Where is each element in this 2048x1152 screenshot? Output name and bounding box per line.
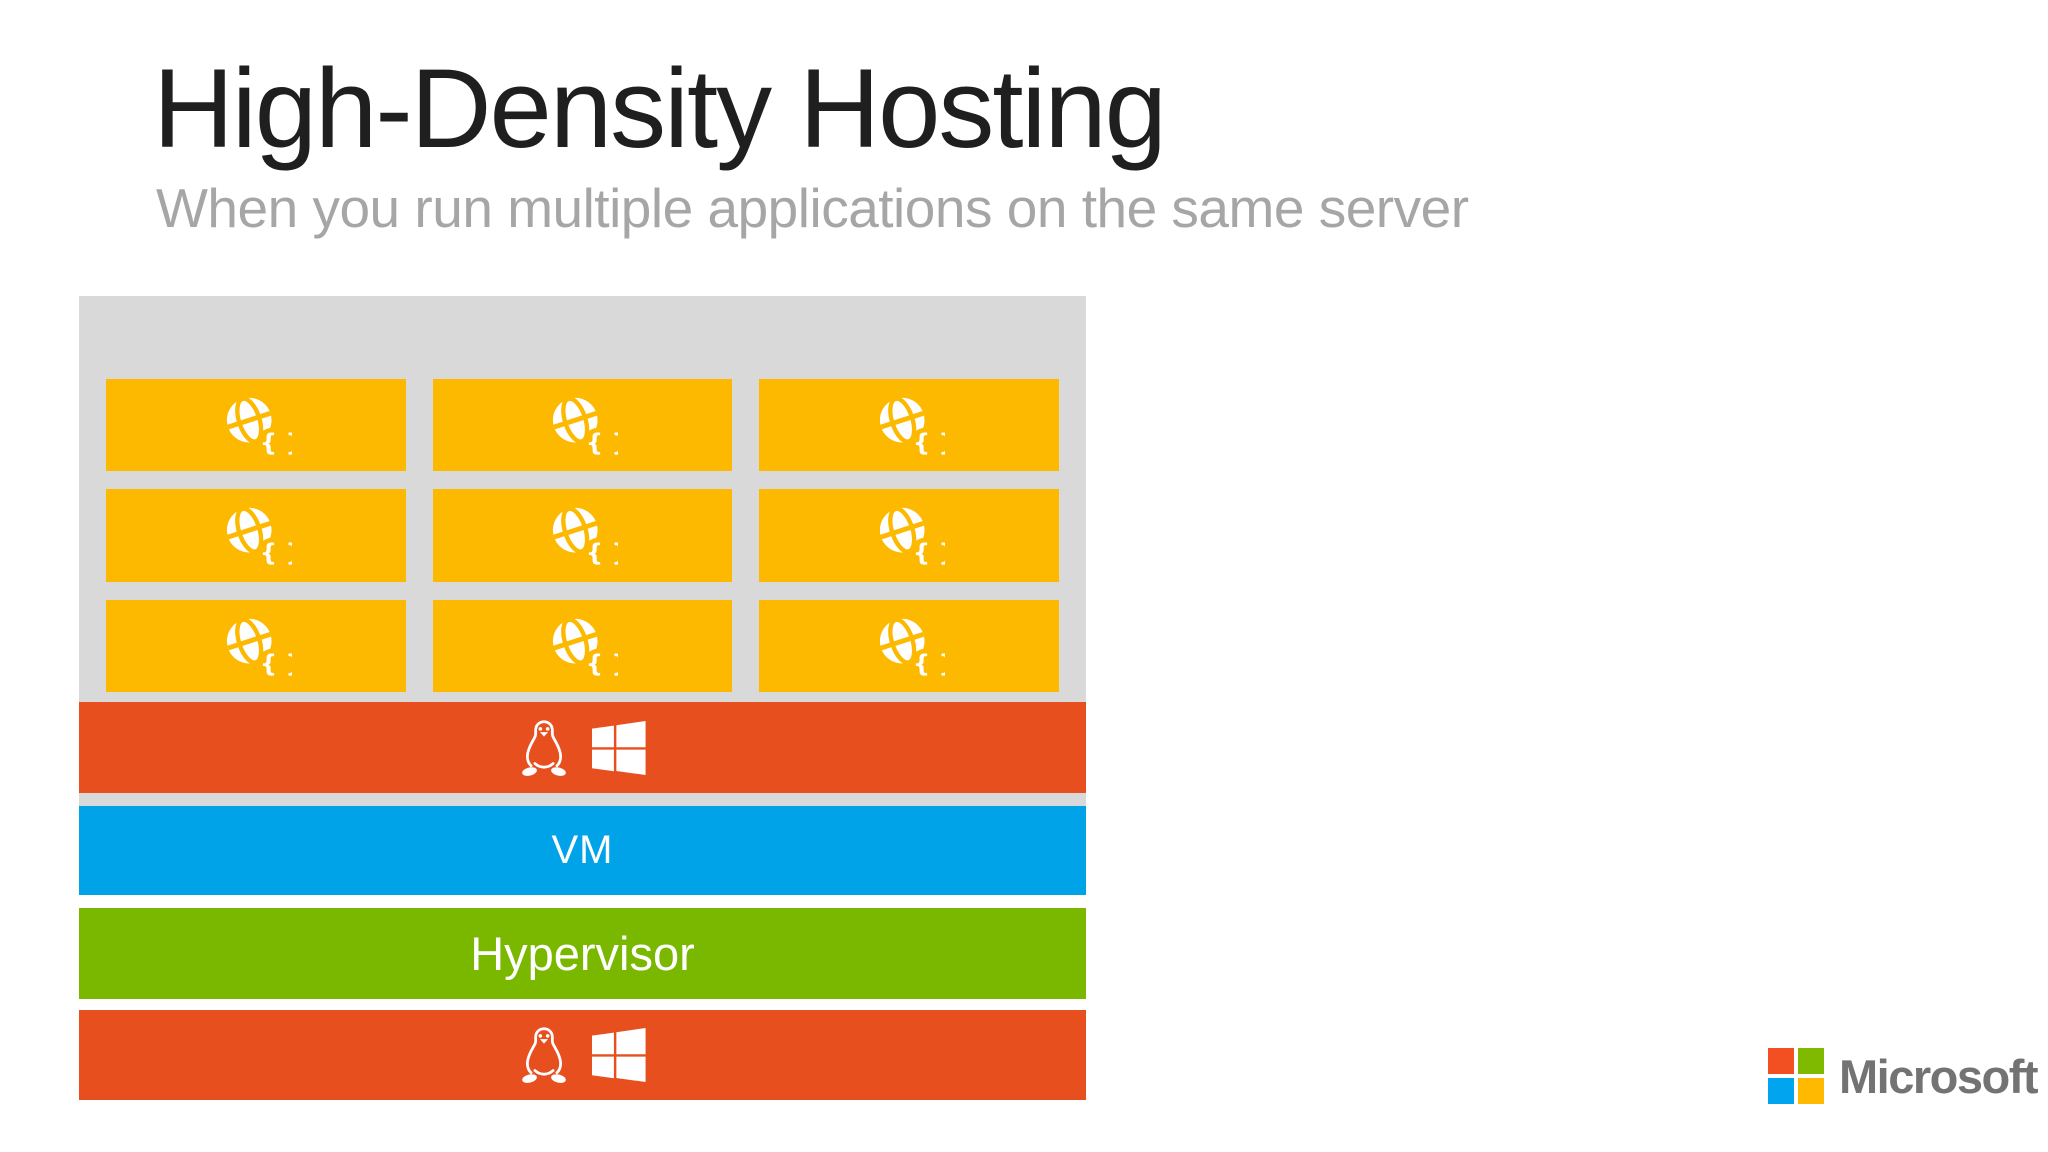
web-app-icon: { } <box>880 396 945 457</box>
os-icons-bottom <box>520 1025 646 1085</box>
code-braces-icon: { } <box>586 649 618 678</box>
web-app-icon: { } <box>553 396 618 457</box>
code-braces-icon: { } <box>586 539 618 568</box>
app-block: { } <box>432 379 733 472</box>
code-braces-icon: { } <box>586 428 618 457</box>
web-app-icon: { } <box>226 507 292 568</box>
os-icons-top <box>520 718 646 778</box>
code-braces-icon: { } <box>260 428 292 457</box>
host-os-bar-bottom <box>79 1010 1086 1100</box>
microsoft-wordmark: Microsoft <box>1839 1049 2039 1103</box>
app-block: { } <box>759 599 1059 692</box>
code-braces-icon: { } <box>913 428 945 457</box>
page-subtitle: When you run multiple applications on th… <box>156 177 1469 239</box>
web-app-icon: { } <box>226 396 292 457</box>
hypervisor-bar: Hypervisor <box>79 908 1086 999</box>
microsoft-squares-icon <box>1768 1048 1824 1104</box>
ms-square-red <box>1768 1048 1794 1074</box>
microsoft-logo: Microsoft <box>1768 1048 2039 1104</box>
code-braces-icon: { } <box>260 649 292 678</box>
app-grid: { } { } { } <box>106 379 1059 692</box>
page-title: High-Density Hosting <box>153 46 1167 171</box>
ms-square-yellow <box>1798 1078 1824 1104</box>
web-app-icon: { } <box>553 617 618 678</box>
linux-tux-icon <box>521 719 566 776</box>
vm-bar: VM <box>79 806 1086 895</box>
app-block: { } <box>106 379 406 472</box>
hypervisor-label: Hypervisor <box>470 927 695 980</box>
ms-square-green <box>1798 1048 1824 1074</box>
web-app-icon: { } <box>880 507 945 568</box>
windows-logo-icon <box>591 1028 646 1082</box>
physical-server-container: { } { } { } <box>79 296 1086 702</box>
web-app-icon: { } <box>553 507 618 568</box>
code-braces-icon: { } <box>260 539 292 568</box>
ms-square-blue <box>1768 1078 1794 1104</box>
windows-logo-icon <box>591 720 646 775</box>
app-block: { } <box>106 599 406 692</box>
code-braces-icon: { } <box>913 539 945 568</box>
linux-tux-icon <box>521 1027 566 1083</box>
app-block: { } <box>432 599 733 692</box>
app-block: { } <box>759 489 1059 582</box>
code-braces-icon: { } <box>913 649 945 678</box>
vm-label: VM <box>551 828 614 872</box>
app-block: { } <box>759 379 1059 472</box>
web-app-icon: { } <box>880 617 945 678</box>
app-block: { } <box>106 489 406 582</box>
divider-strip <box>79 793 1086 806</box>
app-block: { } <box>432 489 733 582</box>
host-os-bar-top <box>79 702 1086 793</box>
web-app-icon: { } <box>226 617 292 678</box>
